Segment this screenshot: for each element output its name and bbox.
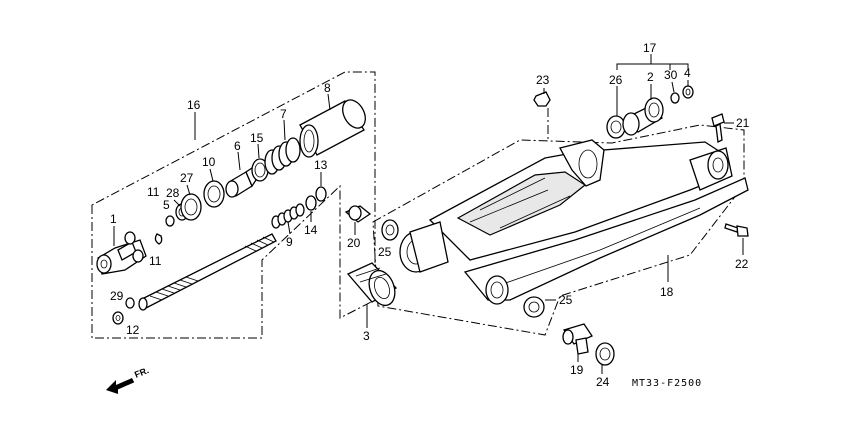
- label-26: 26: [609, 73, 623, 87]
- label-7: 7: [280, 107, 287, 121]
- circlip-12: [125, 297, 135, 309]
- bearing-10-inner: [207, 185, 221, 203]
- label-20: 20: [347, 236, 361, 250]
- nut-4-inner: [685, 88, 691, 96]
- label-10: 10: [202, 155, 216, 169]
- label-11-top: 11: [147, 185, 160, 199]
- leader-9: [287, 221, 291, 235]
- bearing-2: [622, 97, 664, 136]
- spring-7: [264, 137, 301, 175]
- seal-25a: [381, 219, 399, 241]
- washer-29-hole: [115, 315, 121, 321]
- leader-6: [237, 151, 241, 171]
- boot-8: [299, 99, 366, 158]
- label-19: 19: [570, 363, 584, 377]
- label-27: 27: [180, 171, 194, 185]
- label-1: 1: [110, 212, 117, 226]
- leader-27: [186, 184, 191, 196]
- seal-25b-inner: [528, 301, 540, 313]
- pivot-bolt-19: [562, 323, 593, 355]
- label-2: 2: [647, 70, 654, 84]
- leader-28: [173, 199, 181, 207]
- spring-9: [271, 203, 305, 229]
- label-22: 22: [735, 257, 749, 271]
- washer-14: [305, 195, 317, 211]
- bolt-20: [344, 205, 372, 223]
- washer-13: [315, 186, 327, 202]
- label-8: 8: [324, 81, 331, 95]
- yoke-6: [225, 166, 257, 198]
- seal-26: [606, 115, 626, 139]
- nut-4: [682, 85, 694, 99]
- bearing-10: [203, 180, 225, 208]
- label-28: 28: [166, 186, 180, 200]
- label-30: 30: [664, 68, 678, 82]
- swing-arm: [399, 139, 749, 305]
- front-marker: FR.: [133, 365, 150, 380]
- drive-shaft: [138, 233, 277, 311]
- label-5: 5: [163, 198, 170, 212]
- leader-8: [327, 93, 331, 111]
- label-3: 3: [363, 329, 370, 343]
- label-16: 16: [187, 98, 201, 112]
- label-11-bottom: 11: [149, 254, 162, 268]
- boot-3: [346, 262, 398, 307]
- nut-23: [533, 91, 551, 107]
- leader-17-bracket: [616, 54, 689, 70]
- bolt-22: [724, 223, 749, 237]
- leader-10: [209, 168, 214, 182]
- label-15: 15: [250, 131, 264, 145]
- seal-26-inner: [610, 120, 622, 134]
- circlip-11: [154, 233, 163, 245]
- drawing-code: MT33-F2500: [632, 378, 702, 389]
- universal-joint: [96, 231, 147, 275]
- label-12: 12: [126, 323, 140, 337]
- leader-7: [283, 119, 286, 141]
- bolt-21: [711, 113, 725, 143]
- label-17: 17: [643, 41, 657, 55]
- leader-30: [671, 81, 675, 93]
- front-arrow-icon: [106, 378, 135, 394]
- label-6: 6: [234, 139, 241, 153]
- oil-seal-27: [180, 193, 202, 221]
- label-23: 23: [536, 73, 550, 87]
- label-14: 14: [304, 223, 318, 237]
- label-21: 21: [736, 116, 750, 130]
- oil-seal-27-inner: [184, 198, 198, 216]
- washer-29: [112, 311, 124, 325]
- ring-15-inner: [254, 162, 266, 178]
- leader-15: [257, 143, 260, 159]
- label-24: 24: [596, 375, 610, 389]
- label-25-bottom: 25: [559, 293, 573, 307]
- label-29: 29: [110, 289, 124, 303]
- label-25-top: 25: [378, 245, 392, 259]
- label-4: 4: [684, 66, 691, 80]
- label-13: 13: [314, 158, 328, 172]
- label-9: 9: [286, 235, 293, 249]
- seal-25b: [523, 296, 545, 318]
- drive-shaft-group-outline: [91, 71, 376, 339]
- seal-25a-inner: [385, 224, 395, 236]
- locknut-24: [595, 342, 615, 366]
- label-18: 18: [660, 285, 674, 299]
- washer-30: [670, 92, 680, 104]
- washer-5: [165, 215, 175, 227]
